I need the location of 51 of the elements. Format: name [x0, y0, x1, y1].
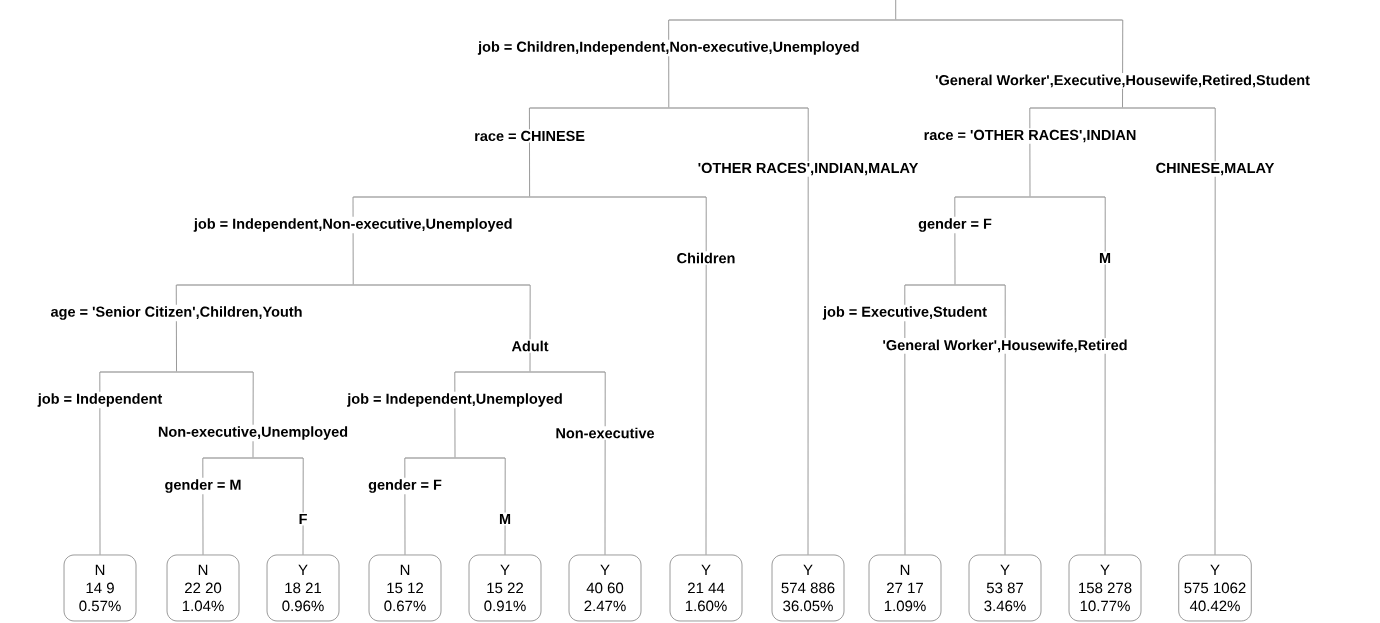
split-label: race = 'OTHER RACES',INDIAN	[922, 128, 1138, 144]
branch-line	[904, 284, 906, 555]
branch-line	[1029, 107, 1031, 197]
split-label: 'General Worker',Housewife,Retired	[880, 338, 1130, 354]
leaf-box: N 27 17 1.09%	[868, 554, 942, 622]
split-label: job = Independent	[36, 391, 164, 409]
split-label: M	[1097, 251, 1113, 265]
leaf-box: Y 21 44 1.60%	[669, 554, 743, 622]
branch-line	[954, 196, 956, 285]
split-label: gender = F	[366, 477, 444, 495]
split-label: M	[497, 512, 513, 526]
split-label: job = Executive,Student	[821, 304, 989, 322]
branch-line	[529, 284, 531, 372]
split-label: gender = M	[163, 477, 243, 495]
leaf-box: Y 40 60 2.47%	[568, 554, 642, 622]
branch-line	[404, 457, 406, 555]
branch-line	[1004, 284, 1006, 555]
split-label: Non-executive,Unemployed	[156, 424, 350, 442]
leaf-box: Y 53 87 3.46%	[968, 554, 1042, 622]
leaf-box: N 14 9 0.57%	[63, 554, 137, 622]
leaf-box: N 15 12 0.67%	[368, 554, 442, 622]
branch-line	[302, 457, 304, 555]
branch-line	[202, 457, 204, 555]
branch-line	[1214, 107, 1216, 555]
split-label: 'OTHER RACES',INDIAN,MALAY	[696, 161, 920, 177]
leaf-box: Y 15 22 0.91%	[468, 554, 542, 622]
branch-line	[99, 371, 101, 555]
split-label: gender = F	[916, 216, 994, 234]
branch-line	[895, 0, 897, 20]
split-label: job = Children,Independent,Non-executive,Unemployed	[476, 39, 862, 57]
split-label: Adult	[510, 339, 551, 353]
leaf-box: Y 18 21 0.96%	[266, 554, 340, 622]
leaf-box: N 22 20 1.04%	[166, 554, 240, 622]
split-label: F	[297, 512, 309, 526]
split-label: age = 'Senior Citizen',Children,Youth	[49, 304, 304, 322]
branch-line	[1104, 196, 1106, 555]
leaf-box: Y 574 886 36.05%	[771, 554, 845, 622]
split-label: Children	[675, 251, 737, 265]
split-label: race = CHINESE	[472, 129, 587, 143]
branch-line	[454, 371, 456, 458]
split-label: Non-executive	[553, 426, 657, 440]
split-label: 'General Worker',Executive,Housewife,Retired,Student	[933, 73, 1312, 89]
leaf-box: Y 158 278 10.77%	[1068, 554, 1142, 622]
branch-line	[807, 107, 809, 555]
leaf-box: Y 575 1062 40.42%	[1178, 554, 1252, 622]
split-label: job = Independent,Unemployed	[345, 391, 565, 409]
split-label: CHINESE,MALAY	[1154, 161, 1276, 177]
branch-line	[604, 371, 606, 555]
branch-line	[705, 196, 707, 555]
branch-line	[504, 457, 506, 555]
split-label: job = Independent,Non-executive,Unemployed	[192, 216, 515, 234]
